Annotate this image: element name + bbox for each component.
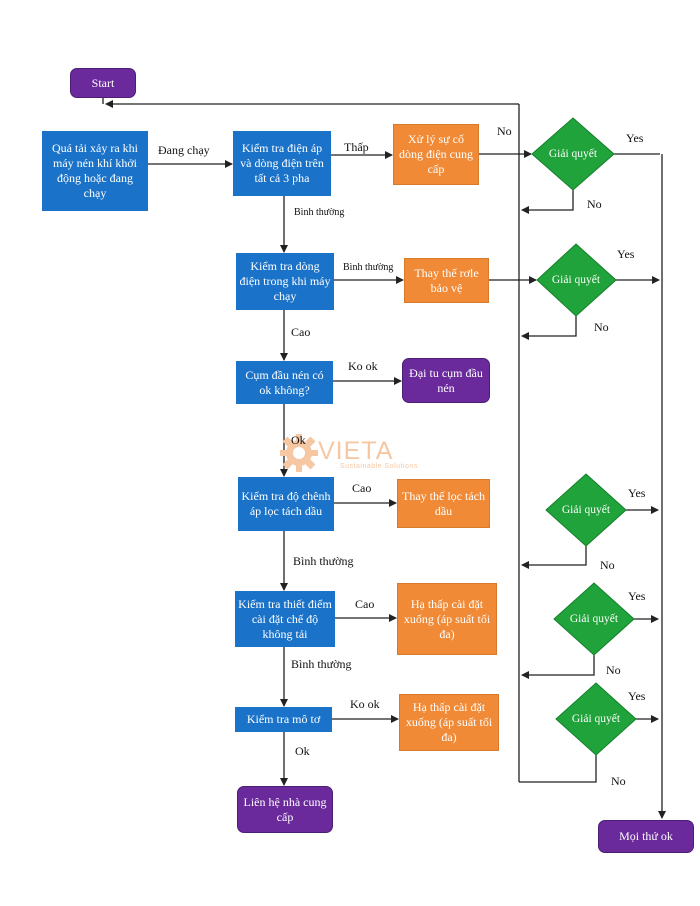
decision-5-label: Giải quyết [571,712,621,725]
check-motor-node: Kiểm tra mô tơ [235,707,332,732]
edge-label-high-2: Cao [352,481,372,495]
edge-label-yes-4: Yes [628,589,646,603]
edge-label-no-4: No [606,663,621,677]
start-node: Start [70,68,136,98]
replace-relay-node: Thay thế rơle bảo vệ [404,258,489,303]
edge-label-yes-5: Yes [628,689,646,703]
lower-setting-1-node: Hạ thấp cài đặt xuống (áp suất tối đa) [397,583,497,655]
decision-1-diamond [531,117,615,191]
handle-supply-node: Xử lý sự cố dòng điện cung cấp [393,124,479,185]
decision-4-label: Giải quyết [569,612,619,625]
edge-label-no-5: No [611,774,626,788]
edge-label-yes-2: Yes [617,247,635,261]
decision-2-label: Giải quyết [551,273,601,286]
edge-label-ok-2: Ok [295,744,310,758]
edge-label-yes-3: Yes [628,486,646,500]
overhaul-node: Đại tu cụm đầu nén [402,358,490,403]
edge-label-no-2: No [594,320,609,334]
contact-supplier-node: Liên hệ nhà cung cấp [237,786,333,833]
edge-label-no-3: No [600,558,615,572]
decision-1-label: Giải quyết [548,147,598,160]
edge-label-low: Thấp [344,140,369,154]
decision-2-diamond [536,243,617,317]
decision-3-diamond [545,473,627,547]
all-ok-node: Mọi thứ ok [598,820,694,853]
check-voltage-node: Kiểm tra điện áp và dòng điện trên tất c… [233,131,331,196]
replace-filter-node: Thay thế lọc tách dầu [397,479,490,528]
check-unload-node: Kiểm tra thiết điểm cài đặt chế độ không… [235,591,335,647]
overload-node: Quá tải xảy ra khi máy nén khí khởi động… [42,131,148,211]
edge-label-no-1: No [587,197,602,211]
edge-label-normal-3: Bình thường [293,554,354,568]
lower-setting-2-node: Hạ thấp cài đặt xuống (áp suất tối đa) [399,694,499,751]
edge-label-ko-ok-1: Ko ok [348,359,378,373]
decision-3-label: Giải quyết [561,503,611,516]
edge-label-normal-1: Bình thường [294,207,345,218]
compressor-ok-node: Cụm đầu nén có ok không? [236,361,333,404]
watermark-title: VIETA [318,437,394,465]
watermark-gear-icon [278,432,320,479]
edge-label-normal-2: Bình thường [343,262,394,273]
edge-label-high-1: Cao [291,325,311,339]
watermark-subtitle: Sustainable Solutions [340,463,418,470]
edge-label-no-top: No [497,124,512,138]
decision-4-diamond [553,582,635,656]
edge-label-high-3: Cao [355,597,375,611]
edge-label-yes-1: Yes [626,131,644,145]
edge-label-running: Đang chạy [158,143,210,157]
edge-label-normal-4: Bình thường [291,657,352,671]
edge-label-ko-ok-2: Ko ok [350,697,380,711]
check-filter-node: Kiểm tra độ chênh áp lọc tách dầu [238,477,334,531]
decision-5-diamond [555,682,637,756]
edge-label-ok-1: Ok [291,433,306,447]
check-current-node: Kiểm tra dòng điện trong khi máy chạy [236,253,334,310]
